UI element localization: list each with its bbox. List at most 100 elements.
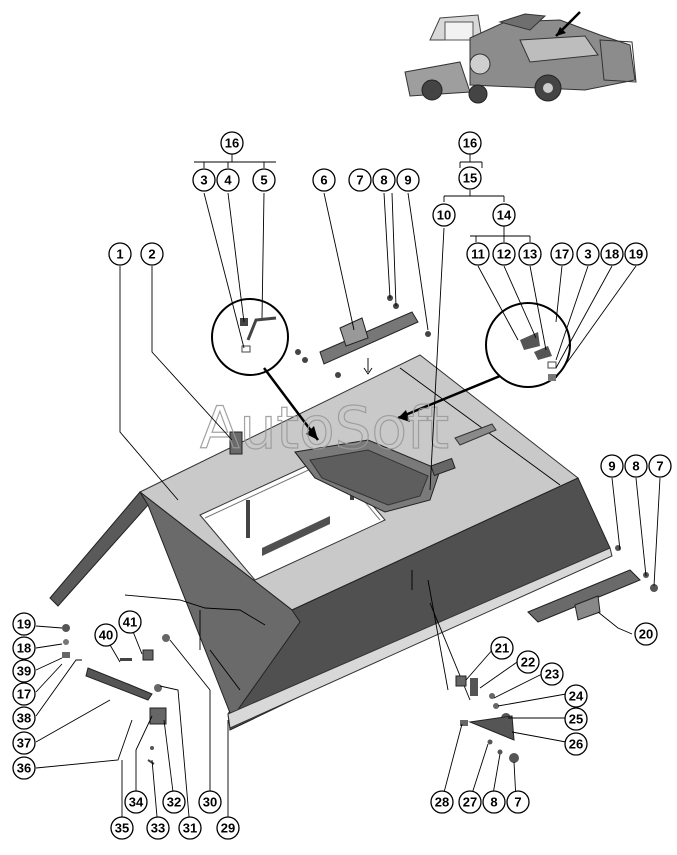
callout-circle [198,790,222,814]
callout-label: 14 [497,208,512,223]
callout-circle [634,622,658,646]
callout-label: 9 [608,459,615,474]
callout-label: 34 [129,795,144,810]
callout-circle [94,623,118,647]
bar-6 [319,311,419,365]
callout-label: 37 [17,736,31,751]
callout-label: 8 [632,459,639,474]
callout-circle [220,131,244,155]
callout-c27: 27 [458,790,482,814]
detail-inset-left [211,298,289,376]
callout-c8a: 8 [372,168,396,192]
callout-label: 3 [584,247,591,262]
callout-c37: 37 [12,731,36,755]
callout-label: 20 [639,627,653,642]
callout-circle [12,706,36,730]
detail-inset-right [485,302,571,388]
callout-c8b: 8 [624,454,648,478]
callout-circle [252,168,276,192]
callout-circle [564,707,588,731]
callout-label: 38 [17,711,31,726]
callout-label: 19 [629,247,643,262]
callout-circle [108,242,132,266]
callout-label: 15 [463,171,477,186]
callout-c11: 11 [466,242,490,266]
callout-label: 3 [200,173,207,188]
callout-label: 29 [221,821,235,836]
callout-label: 28 [435,795,449,810]
callout-c25: 25 [564,707,588,731]
callout-circle [312,168,336,192]
arrow-left-inset [263,367,319,441]
callout-circle [110,816,134,840]
callout-label: 13 [523,247,537,262]
callout-c1: 1 [108,242,132,266]
callout-label: 39 [17,664,31,679]
callout-circle [372,168,396,192]
bracket-20 [527,569,641,623]
left-side-panel [49,491,149,607]
callout-circle [624,454,648,478]
callout-label: 30 [203,795,217,810]
callout-circle [178,816,202,840]
callout-label: 27 [463,795,477,810]
roof-bracket [430,457,456,477]
callout-c9a: 9 [396,168,420,192]
callout-circle [564,732,588,756]
callout-label: 16 [463,136,477,151]
callout-c6: 6 [312,168,336,192]
callout-circle [396,168,420,192]
callout-circle [192,168,216,192]
callout-circle [12,756,36,780]
callout-circle [12,731,36,755]
callout-c5: 5 [252,168,276,192]
callout-circle [564,684,588,708]
callout-label: 7 [356,173,363,188]
callout-c17a: 17 [550,242,574,266]
callout-circle [430,790,454,814]
callout-label: 18 [17,641,31,656]
callout-label: 9 [404,173,411,188]
callout-label: 33 [151,821,165,836]
callout-c26: 26 [564,732,588,756]
callout-circle [12,612,36,636]
callout-circle [490,636,514,660]
callout-label: 2 [148,247,155,262]
callout-label: 1 [116,247,123,262]
callout-c40: 40 [94,623,118,647]
callout-circle [458,166,482,190]
callout-label: 8 [490,795,497,810]
callout-c34: 34 [124,790,148,814]
callout-label: 18 [605,247,619,262]
callout-circle [492,203,516,227]
callout-circle [466,242,490,266]
callout-label: 6 [320,173,327,188]
callout-label: 19 [17,617,31,632]
callout-c3b: 3 [576,242,600,266]
callout-label: 16 [225,136,239,151]
callout-c16b: 16 [458,131,482,155]
callout-c7b: 7 [648,454,672,478]
callout-c33: 33 [146,816,170,840]
callout-c31: 31 [178,816,202,840]
callout-c17b: 17 [12,682,36,706]
callout-label: 5 [260,173,267,188]
arrow-right-inset [397,374,501,420]
callout-label: 36 [17,761,31,776]
callout-label: 35 [115,821,129,836]
callout-label: 40 [99,628,113,643]
callout-c35: 35 [110,816,134,840]
callout-label: 8 [380,173,387,188]
callout-label: 26 [569,737,583,752]
callout-circle [124,790,148,814]
callout-circle [216,816,240,840]
callout-circle [576,242,600,266]
callout-circle [162,790,186,814]
callout-c29: 29 [216,816,240,840]
callout-c8c: 8 [482,790,506,814]
callout-c22: 22 [516,650,540,674]
callout-c2: 2 [140,242,164,266]
callout-c15: 15 [458,166,482,190]
